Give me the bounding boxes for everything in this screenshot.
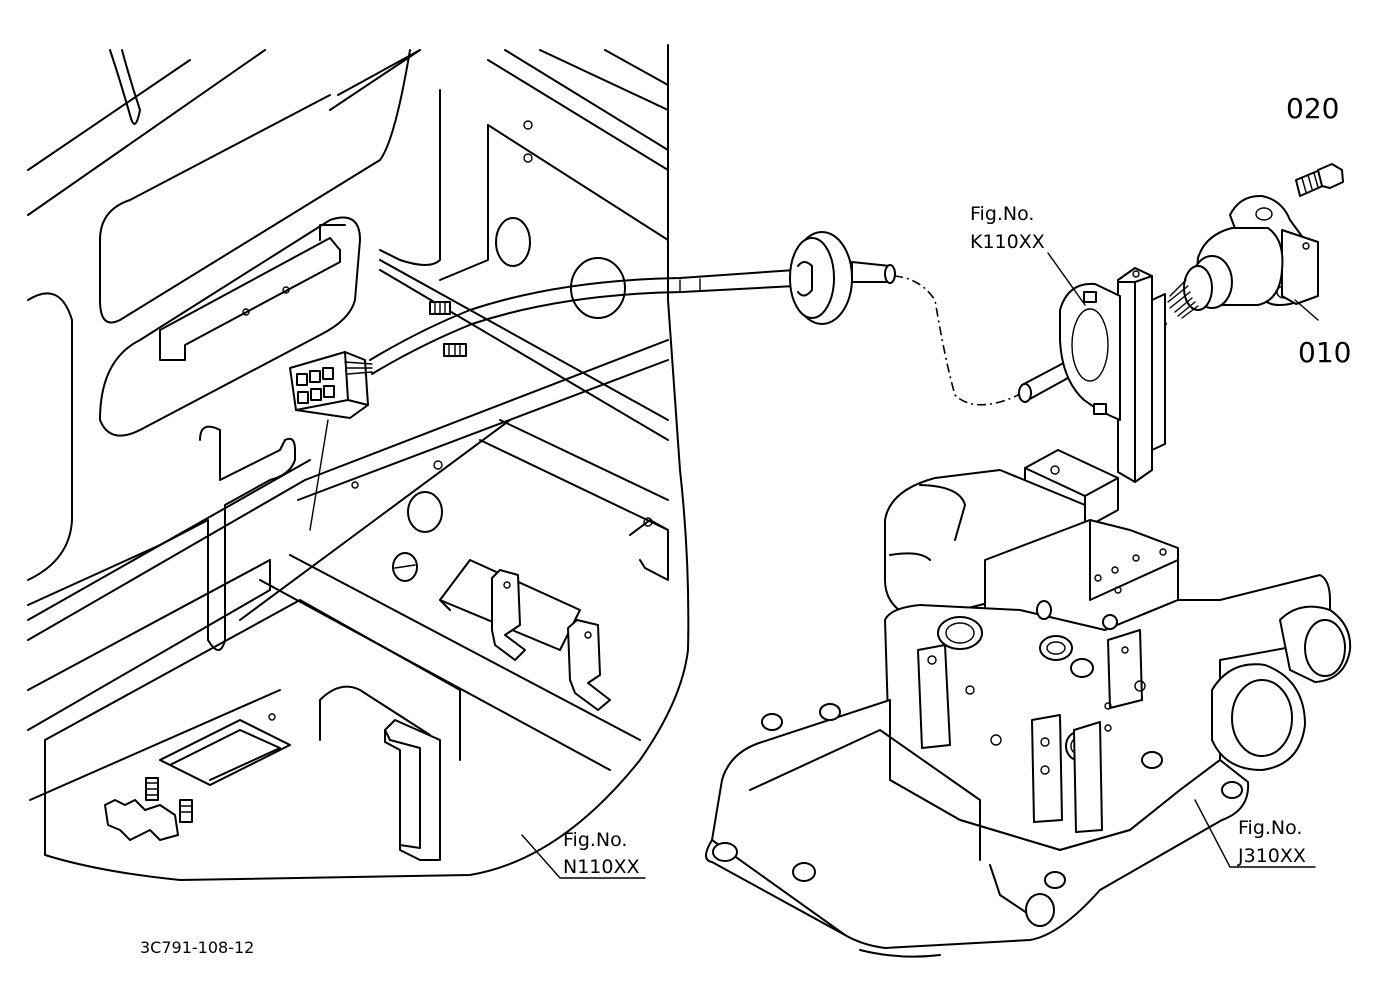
fig-ref-n110-line2: N110XX <box>563 856 640 878</box>
fig-ref-n110-line1: Fig.No. <box>563 829 627 851</box>
part-number-010: 010 <box>1298 336 1351 369</box>
fig-ref-k110-line1: Fig.No. <box>970 203 1034 225</box>
wire-harness <box>289 231 1029 419</box>
hydraulic-housing-assembly <box>705 267 1352 958</box>
fig-ref-j310-line2: J310XX <box>1237 845 1306 867</box>
part-number-020: 020 <box>1286 92 1339 125</box>
leader-lines <box>309 252 1319 879</box>
fig-ref-k110-line2: K110XX <box>970 231 1045 253</box>
fig-ref-j310-line1: Fig.No. <box>1238 817 1302 839</box>
bolt-020 <box>1295 163 1344 197</box>
cabin-floor-assembly <box>27 44 690 881</box>
drawing-code: 3C791-108-12 <box>140 938 254 957</box>
